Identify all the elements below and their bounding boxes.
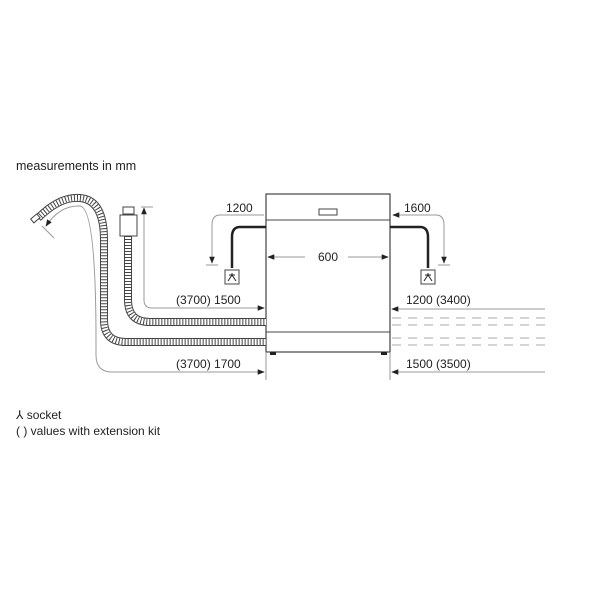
dishwasher-outline — [265, 193, 391, 355]
legend-brackets: ( ) values with extension kit — [16, 424, 161, 438]
width-label: 600 — [318, 250, 339, 264]
right-cord-length: 1600 — [404, 201, 431, 215]
right-lower-hose-length: 1500 (3500) — [406, 357, 471, 371]
socket-icon-left — [224, 269, 240, 285]
right-upper-hose-length: 1200 (3400) — [406, 293, 471, 307]
socket-icon: ⅄ — [16, 408, 24, 422]
inlet-hose — [119, 206, 266, 326]
right-hose-dashes — [392, 317, 545, 346]
drain-hose — [29, 193, 266, 346]
left-power-cord — [206, 214, 266, 285]
left-upper-hose-length: (3700) 1500 — [176, 293, 241, 307]
left-foot — [270, 352, 276, 355]
left-cord-length: 1200 — [226, 201, 253, 215]
socket-icon-right — [420, 269, 436, 285]
page-title: measurements in mm — [16, 159, 137, 173]
control-panel-display — [318, 208, 338, 216]
left-lower-hose-length: (3700) 1700 — [176, 357, 241, 371]
legend-socket: ⅄ socket — [16, 408, 61, 422]
right-power-cord — [390, 212, 450, 285]
right-foot — [381, 352, 387, 355]
aquastop-valve — [119, 214, 138, 237]
legend-socket-label: socket — [26, 408, 62, 422]
